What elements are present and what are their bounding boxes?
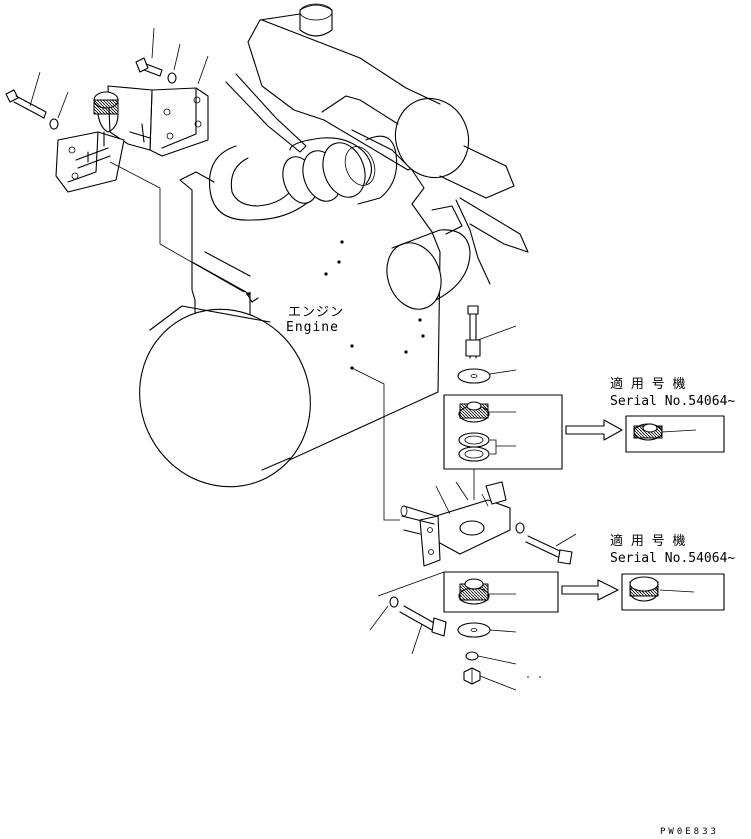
rear-leaders [29, 27, 209, 119]
cushion-group-box-2 [377, 571, 559, 613]
arrow-right-2-icon [561, 579, 619, 601]
serial-note-2-jp: 適 用 号 機 [610, 533, 685, 549]
serial-box-1 [625, 415, 725, 453]
arrow-right-icon [565, 419, 623, 441]
rubber-cushion-lower-icon [458, 578, 516, 605]
lower-washer-icon [369, 596, 399, 631]
air-cleaner-icon [247, 3, 529, 253]
side-washer-icon [515, 522, 525, 534]
rear-bolt-icon [5, 89, 47, 119]
rear-bracket-icon [55, 85, 245, 293]
serial-box-2 [621, 573, 725, 611]
engine-icon: エンジン Engine [139, 129, 441, 488]
front-bracket-icon [400, 481, 511, 567]
engine-label-jp: エンジン [288, 305, 344, 320]
rear-washer-icon [49, 118, 59, 130]
serial-note-2-en: Serial No.54064~ [610, 551, 735, 566]
nut-icon [463, 667, 517, 691]
starter-motor-icon [386, 199, 491, 310]
cushion-group-box-1 [443, 394, 563, 470]
front-washer-icon [457, 368, 517, 384]
turbocharger-icon [208, 73, 398, 221]
drawing-code: PW0E833 [660, 827, 719, 837]
lower-washer-plate-icon [457, 622, 517, 638]
side-bolt-icon [525, 533, 577, 565]
engine-label-en: Engine [286, 320, 339, 335]
rear-bolt-top-icon [135, 57, 177, 84]
front-bolt-icon [465, 305, 517, 359]
spacer-ring-icon [458, 432, 516, 462]
lower-spring-washer-icon [465, 651, 517, 665]
serial-note-1-jp: 適 用 号 機 [610, 376, 685, 392]
rubber-cushion-icon [458, 401, 516, 423]
lower-bolt-icon [399, 605, 447, 655]
serial-note-1-en: Serial No.54064~ [610, 394, 735, 409]
